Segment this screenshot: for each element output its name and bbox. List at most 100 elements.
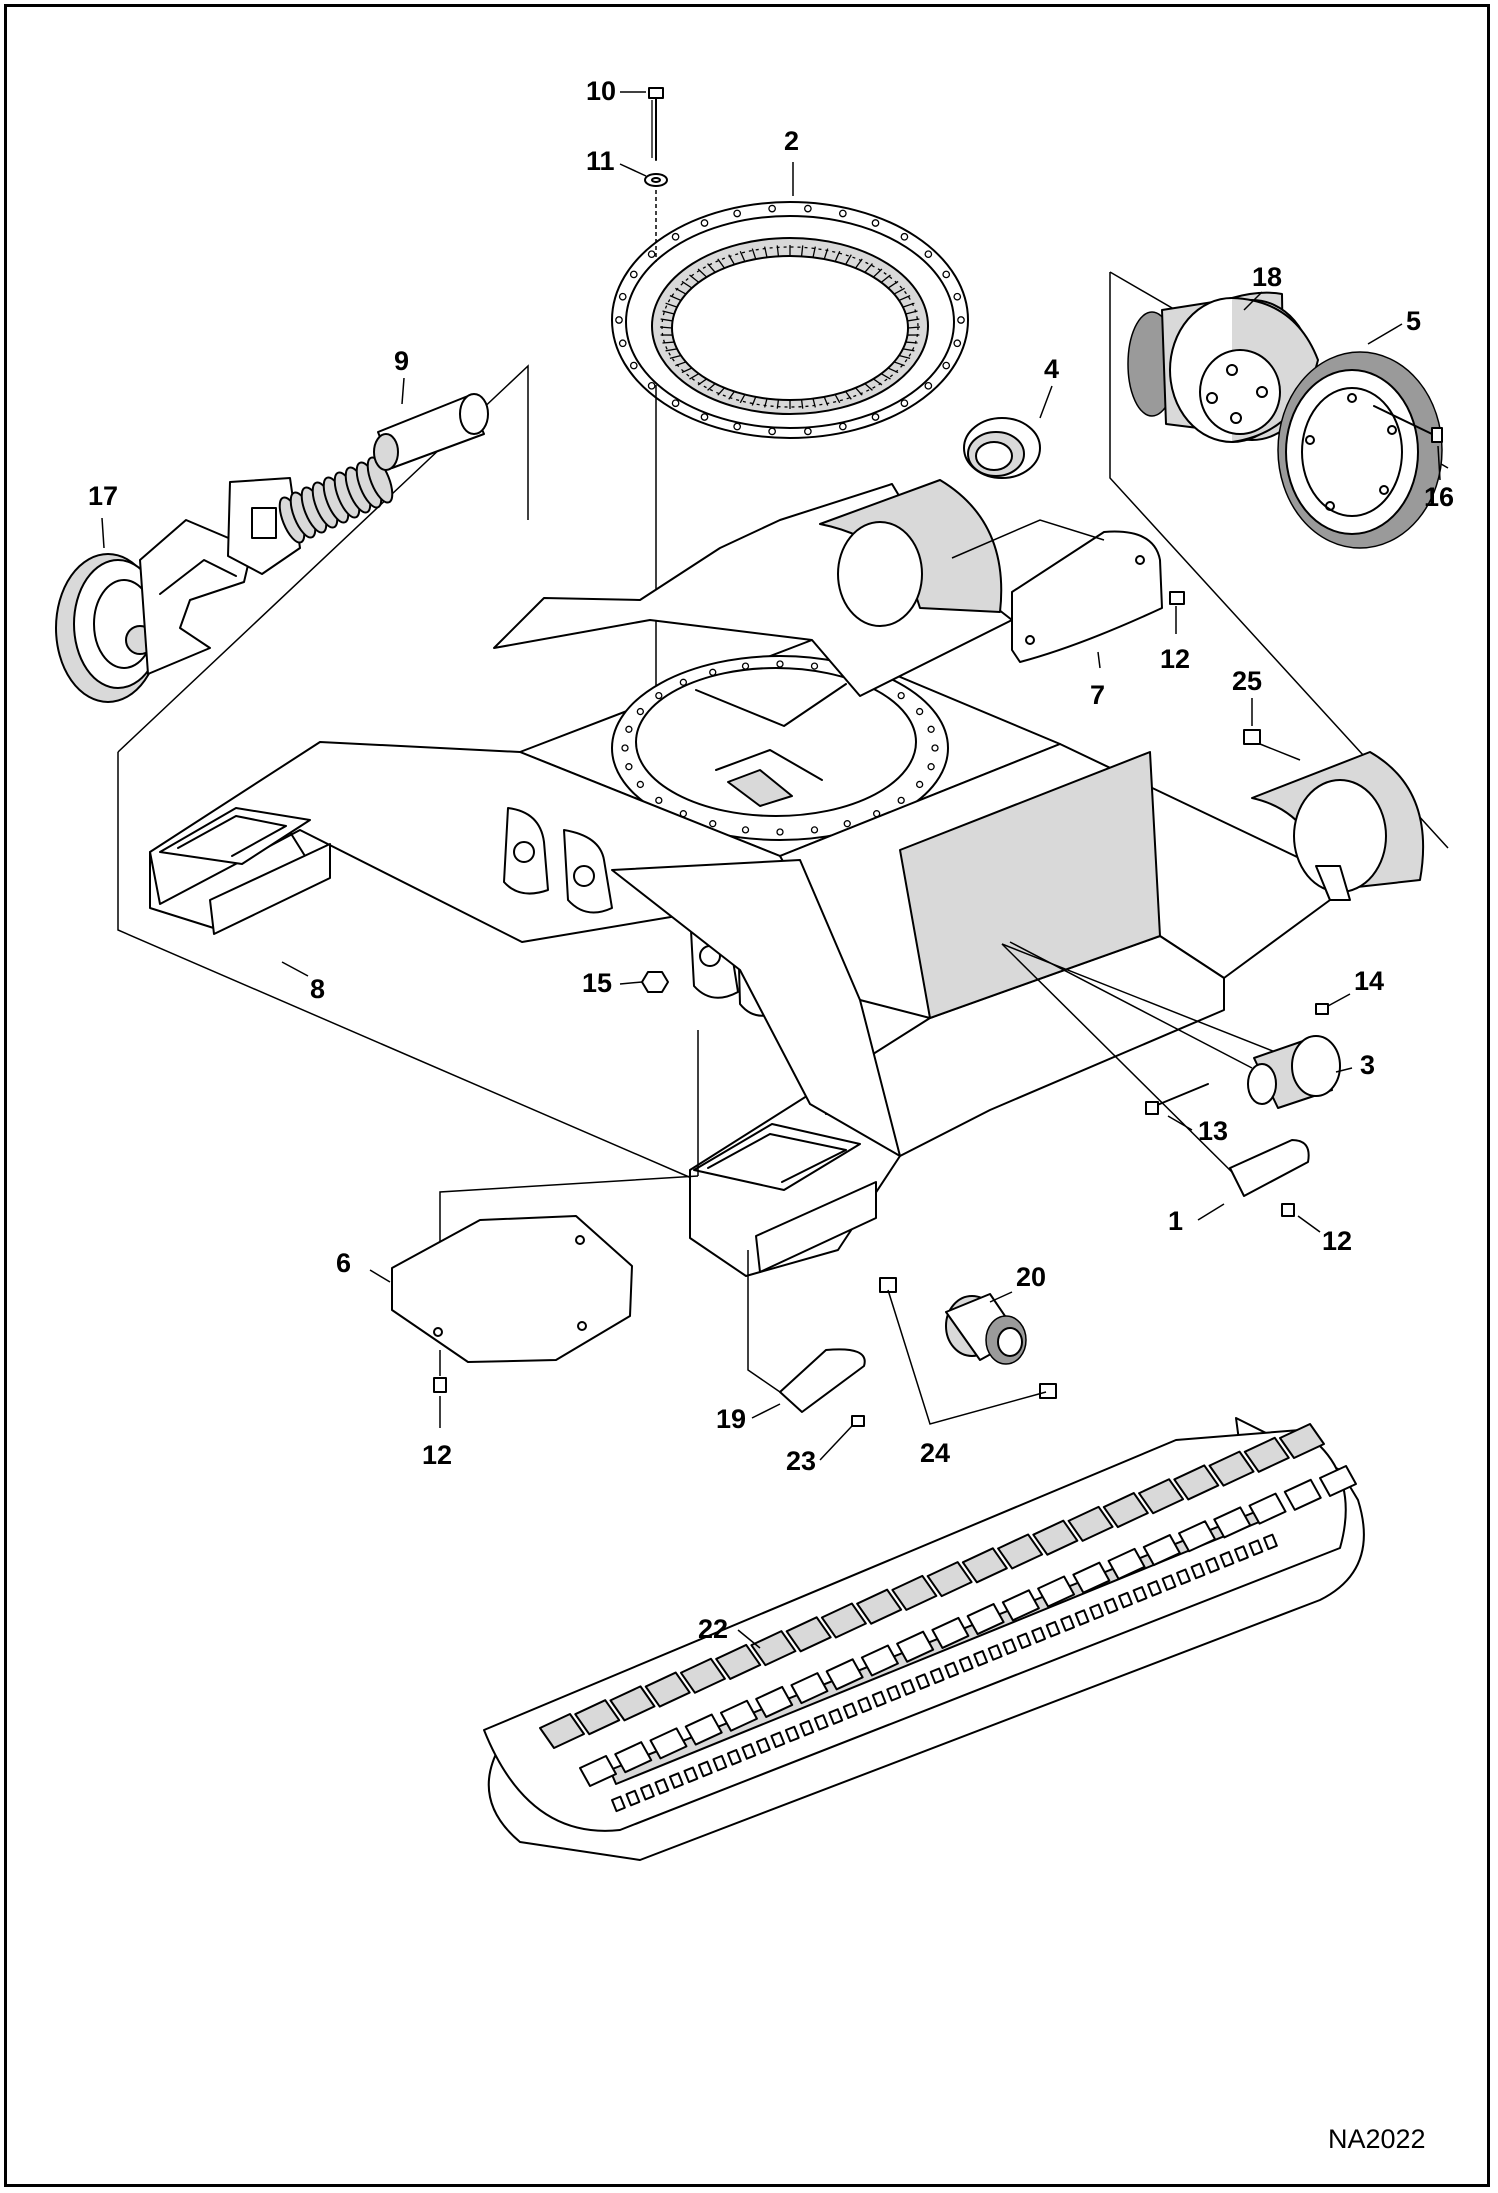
callout-10: 10 — [586, 76, 616, 106]
pin-14 — [1145, 1083, 1209, 1115]
callout-13: 12 — [1160, 644, 1190, 674]
frame-mount-hole — [636, 780, 644, 789]
track-guide-tooth — [1103, 1597, 1119, 1615]
bearing-bolt-hole — [618, 339, 627, 348]
bearing-bolt-hole — [838, 209, 847, 218]
gear-tooth — [872, 268, 883, 278]
callout-12-right: 12 — [1322, 1226, 1352, 1256]
gear-tooth — [800, 245, 804, 257]
track-lug-inner — [1213, 1506, 1252, 1539]
track-guide-tooth — [1089, 1603, 1104, 1620]
track-guide-tooth — [987, 1644, 1003, 1661]
spring-coil — [366, 456, 394, 504]
bearing-bolt-hole — [768, 427, 776, 436]
track-lug-inner — [790, 1672, 829, 1705]
frame-mount-hole — [927, 725, 935, 733]
frame-mount-hole — [931, 744, 939, 752]
track-lug — [1173, 1464, 1220, 1501]
track-guide-tooth — [697, 1760, 713, 1778]
track-guide-tooth — [654, 1778, 670, 1795]
callout-12-left: 12 — [422, 1440, 452, 1470]
track-lug — [891, 1574, 938, 1611]
track-lug — [715, 1643, 762, 1680]
callout-6: 6 — [336, 1248, 351, 1278]
track-guide-tooth — [871, 1690, 887, 1708]
track-guide-tooth — [1045, 1620, 1061, 1638]
gear-tooth — [681, 280, 693, 289]
track-guide-tooth — [1132, 1586, 1148, 1603]
bolt-12-left — [433, 1377, 447, 1393]
track-lug — [750, 1630, 797, 1667]
track-lug-inner — [1142, 1534, 1181, 1567]
gear-tooth — [907, 326, 921, 329]
bearing-bolt-hole — [924, 381, 933, 390]
gear-tooth — [665, 348, 678, 352]
gear-tooth — [707, 383, 716, 391]
washer-11 — [644, 173, 668, 187]
frame-mount-hole — [810, 826, 819, 834]
bearing-bolt-hole — [671, 232, 680, 241]
bearing-bolt-hole — [871, 413, 880, 421]
callout-11: 11 — [586, 146, 615, 176]
callout-22: 22 — [698, 1614, 728, 1644]
track-guide-tooth — [1060, 1615, 1075, 1632]
callout-20: 18 — [1252, 262, 1282, 292]
bolt-12-right — [1281, 1203, 1295, 1217]
track-guide-tooth — [1016, 1632, 1032, 1650]
gear-tooth — [845, 254, 852, 265]
track-lug-inner — [860, 1644, 899, 1677]
gear-tooth — [739, 394, 746, 404]
gear-tooth — [812, 398, 816, 408]
track-guard-19 — [779, 1348, 866, 1413]
frame-mount-hole — [776, 660, 784, 668]
track-lug — [539, 1713, 585, 1749]
gear-tooth — [834, 394, 841, 404]
bearing-bolt-hole — [700, 219, 709, 227]
bearing-bolt-hole — [942, 270, 951, 279]
track-lug — [1067, 1505, 1114, 1542]
frame-mount-hole — [927, 763, 935, 771]
frame-mount-hole — [621, 744, 629, 752]
bolt-13 — [1169, 591, 1185, 605]
frame-mount-hole — [741, 826, 750, 834]
track-lug-inner — [649, 1727, 688, 1760]
track-lug — [1032, 1519, 1079, 1556]
bearing-bolt-hole — [953, 339, 962, 348]
rubber-track-22 — [483, 1417, 1365, 1861]
bearing-bolt-hole — [957, 316, 965, 324]
bottom-cover-6 — [391, 1215, 633, 1363]
gear-tooth — [665, 302, 678, 308]
bearing-bolt-hole — [942, 361, 951, 370]
bolt-25 — [1243, 729, 1301, 761]
track-lug — [609, 1685, 656, 1722]
frame-mount-hole — [843, 820, 851, 828]
track-lug-inner — [896, 1630, 935, 1663]
track-guide-tooth — [886, 1685, 902, 1702]
frame-mount-hole — [655, 796, 663, 805]
callout-19: 19 — [716, 1404, 746, 1434]
gear-tooth — [764, 246, 768, 258]
track-guide-tooth — [1161, 1574, 1177, 1591]
gear-tooth — [717, 387, 725, 396]
track-guide-tooth — [1118, 1591, 1133, 1609]
bearing-bolt-hole — [953, 292, 962, 301]
gear-tooth — [659, 326, 673, 329]
bolt-10 — [648, 87, 664, 161]
gear-tooth — [800, 399, 804, 409]
bearing-bolt-hole — [700, 413, 709, 421]
track-guide-tooth — [770, 1731, 786, 1749]
bearing-bolt-hole — [900, 399, 909, 408]
track-guide-tooth — [625, 1789, 641, 1807]
gear-tooth — [905, 310, 918, 315]
bolts-24 — [879, 1277, 1057, 1425]
gear-tooth — [907, 318, 920, 322]
track-guide-tooth — [1002, 1638, 1018, 1655]
gear-tooth — [669, 295, 682, 302]
gear-tooth — [669, 354, 682, 360]
track-lug — [574, 1699, 621, 1736]
track-guide-tooth — [726, 1749, 742, 1766]
figure-reference-code: NA2022 — [1328, 2124, 1426, 2154]
gear-tooth — [823, 396, 829, 406]
track-lug — [926, 1561, 973, 1598]
